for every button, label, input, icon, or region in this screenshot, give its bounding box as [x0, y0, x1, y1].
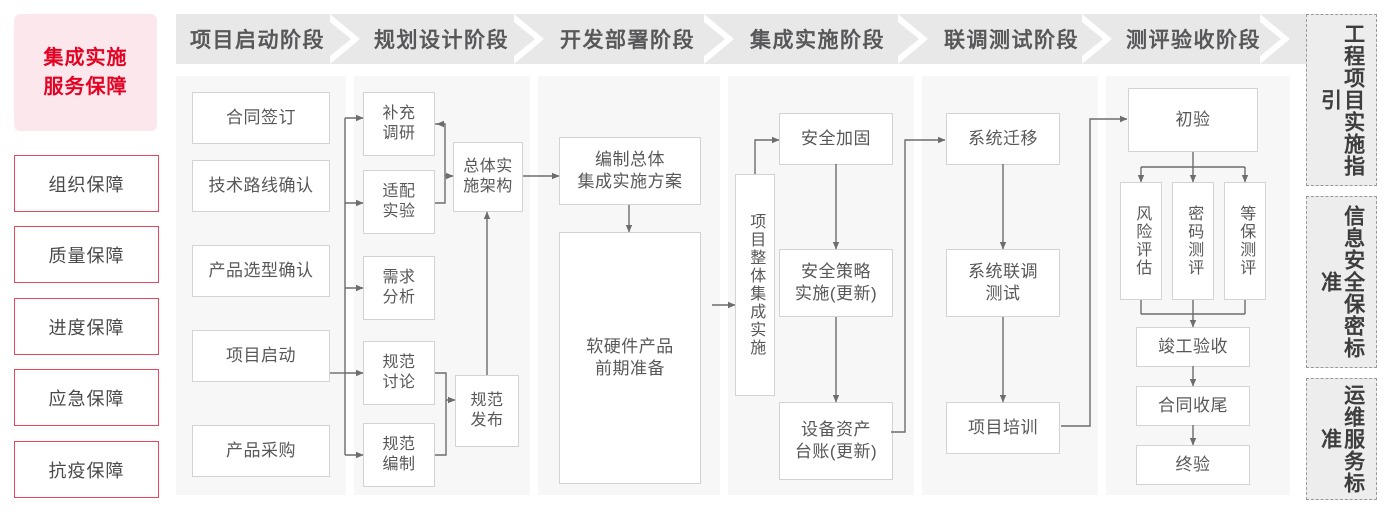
phase-header-planning-design-label: 规划设计阶段 [374, 29, 509, 52]
guarantee-item-organization[interactable]: 组织保障 [14, 155, 159, 212]
box-spec-release[interactable]: 规范 发布 [455, 375, 519, 447]
phase-header-integration-label: 集成实施阶段 [750, 29, 885, 52]
phase-header-evaluation-acceptance-label: 测评验收阶段 [1126, 29, 1261, 52]
box-system-joint-test-line2: 测试 [985, 284, 1021, 303]
box-contract-signing[interactable]: 合同签订 [192, 92, 330, 144]
box-overall-impl-architecture-line1: 总体实 [463, 157, 513, 175]
phase-header-joint-testing-label: 联调测试阶段 [944, 29, 1079, 52]
phase-header-dev-deployment-label: 开发部署阶段 [560, 29, 695, 52]
standard-infosec-label: 信息安全保密标准 [1318, 205, 1365, 359]
standard-engineering-guide-label: 工程项目实施指引 [1318, 23, 1365, 177]
guarantee-item-schedule[interactable]: 进度保障 [14, 298, 159, 355]
box-tech-route-confirm[interactable]: 技术路线确认 [192, 160, 330, 212]
box-hw-sw-preparation-line1: 软硬件产品 [586, 337, 674, 357]
phase-header-planning-design: 规划设计阶段 [354, 14, 564, 64]
box-security-hardening[interactable]: 安全加固 [779, 113, 893, 165]
box-system-joint-test-line1: 系统联调 [968, 262, 1038, 282]
box-compile-overall-plan-line1: 编制总体 [595, 150, 665, 170]
box-spec-discussion-line1: 规范 [382, 353, 416, 371]
box-spec-drafting[interactable]: 规范 编制 [363, 423, 435, 487]
box-adaptation-experiment[interactable]: 适配 实验 [363, 170, 435, 234]
phase-header-joint-testing: 联调测试阶段 [922, 14, 1134, 64]
box-compile-overall-plan[interactable]: 编制总体 集成实施方案 [559, 137, 701, 205]
box-spec-release-line2: 发布 [470, 412, 504, 429]
box-security-policy-impl-line2: 实施(更新) [794, 284, 878, 303]
integration-service-title-card: 集成实施 服务保障 [14, 14, 157, 131]
phase-header-dev-deployment: 开发部署阶段 [538, 14, 756, 64]
box-spec-drafting-line2: 编制 [382, 456, 416, 473]
guarantee-item-quality[interactable]: 质量保障 [14, 226, 159, 283]
box-overall-impl-architecture[interactable]: 总体实 施架构 [453, 142, 523, 212]
box-contract-closeout[interactable]: 合同收尾 [1136, 386, 1250, 426]
box-supplementary-research-line1: 补充 [382, 104, 416, 122]
box-overall-impl-architecture-line2: 施架构 [463, 178, 513, 195]
standard-engineering-guide[interactable]: 工程项目实施指引 [1306, 14, 1377, 186]
box-adaptation-experiment-line2: 实验 [382, 203, 416, 220]
box-supplementary-research-line2: 调研 [382, 125, 416, 142]
box-mlps-evaluation[interactable]: 等保测评 [1224, 182, 1266, 300]
title-line-1: 集成实施 [43, 47, 128, 70]
box-requirements-analysis-line2: 分析 [382, 289, 416, 306]
box-completion-acceptance[interactable]: 竣工验收 [1136, 327, 1250, 367]
box-spec-discussion-line2: 讨论 [382, 374, 416, 391]
box-hw-sw-preparation-line2: 前期准备 [595, 359, 665, 378]
box-initial-acceptance[interactable]: 初验 [1128, 88, 1258, 152]
standard-ops-service-label: 运维服务标准 [1318, 384, 1365, 494]
box-security-policy-impl-line1: 安全策略 [800, 262, 871, 282]
phase-header-integration: 集成实施阶段 [728, 14, 950, 64]
box-project-kickoff[interactable]: 项目启动 [192, 330, 330, 382]
box-spec-release-line1: 规范 [470, 391, 504, 409]
box-product-selection-confirm[interactable]: 产品选型确认 [192, 245, 330, 297]
box-system-migration[interactable]: 系统迁移 [946, 113, 1060, 165]
box-security-policy-impl[interactable]: 安全策略 实施(更新) [779, 249, 893, 317]
box-adaptation-experiment-line1: 适配 [382, 182, 416, 200]
phase-header-initiation: 项目启动阶段 [176, 14, 374, 64]
standard-infosec[interactable]: 信息安全保密标准 [1306, 196, 1377, 368]
box-requirements-analysis-line1: 需求 [382, 268, 416, 286]
box-hw-sw-preparation[interactable]: 软硬件产品 前期准备 [559, 232, 701, 484]
phase-header-initiation-label: 项目启动阶段 [190, 29, 325, 52]
box-risk-assessment[interactable]: 风险评估 [1120, 182, 1162, 300]
phase-header-evaluation-acceptance: 测评验收阶段 [1106, 14, 1310, 64]
box-asset-ledger[interactable]: 设备资产 台账(更新) [779, 402, 893, 480]
box-requirements-analysis[interactable]: 需求 分析 [363, 256, 435, 320]
box-system-joint-test[interactable]: 系统联调 测试 [946, 249, 1060, 317]
box-product-procurement[interactable]: 产品采购 [192, 425, 330, 477]
box-compile-overall-plan-line2: 集成实施方案 [577, 172, 683, 191]
box-supplementary-research[interactable]: 补充 调研 [363, 92, 435, 156]
guarantee-item-epidemic[interactable]: 抗疫保障 [14, 441, 159, 498]
box-spec-drafting-line1: 规范 [382, 435, 416, 453]
box-project-training[interactable]: 项目培训 [946, 402, 1060, 454]
box-asset-ledger-line2: 台账(更新) [794, 442, 878, 461]
box-crypto-evaluation[interactable]: 密码测评 [1172, 182, 1214, 300]
box-overall-integration[interactable]: 项目整体集成实施 [735, 174, 775, 396]
box-spec-discussion[interactable]: 规范 讨论 [363, 341, 435, 405]
box-asset-ledger-line1: 设备资产 [800, 420, 871, 440]
box-final-acceptance[interactable]: 终验 [1136, 445, 1250, 485]
title-line-2: 服务保障 [43, 75, 128, 98]
guarantee-item-emergency[interactable]: 应急保障 [14, 369, 159, 426]
standard-ops-service[interactable]: 运维服务标准 [1306, 378, 1377, 500]
